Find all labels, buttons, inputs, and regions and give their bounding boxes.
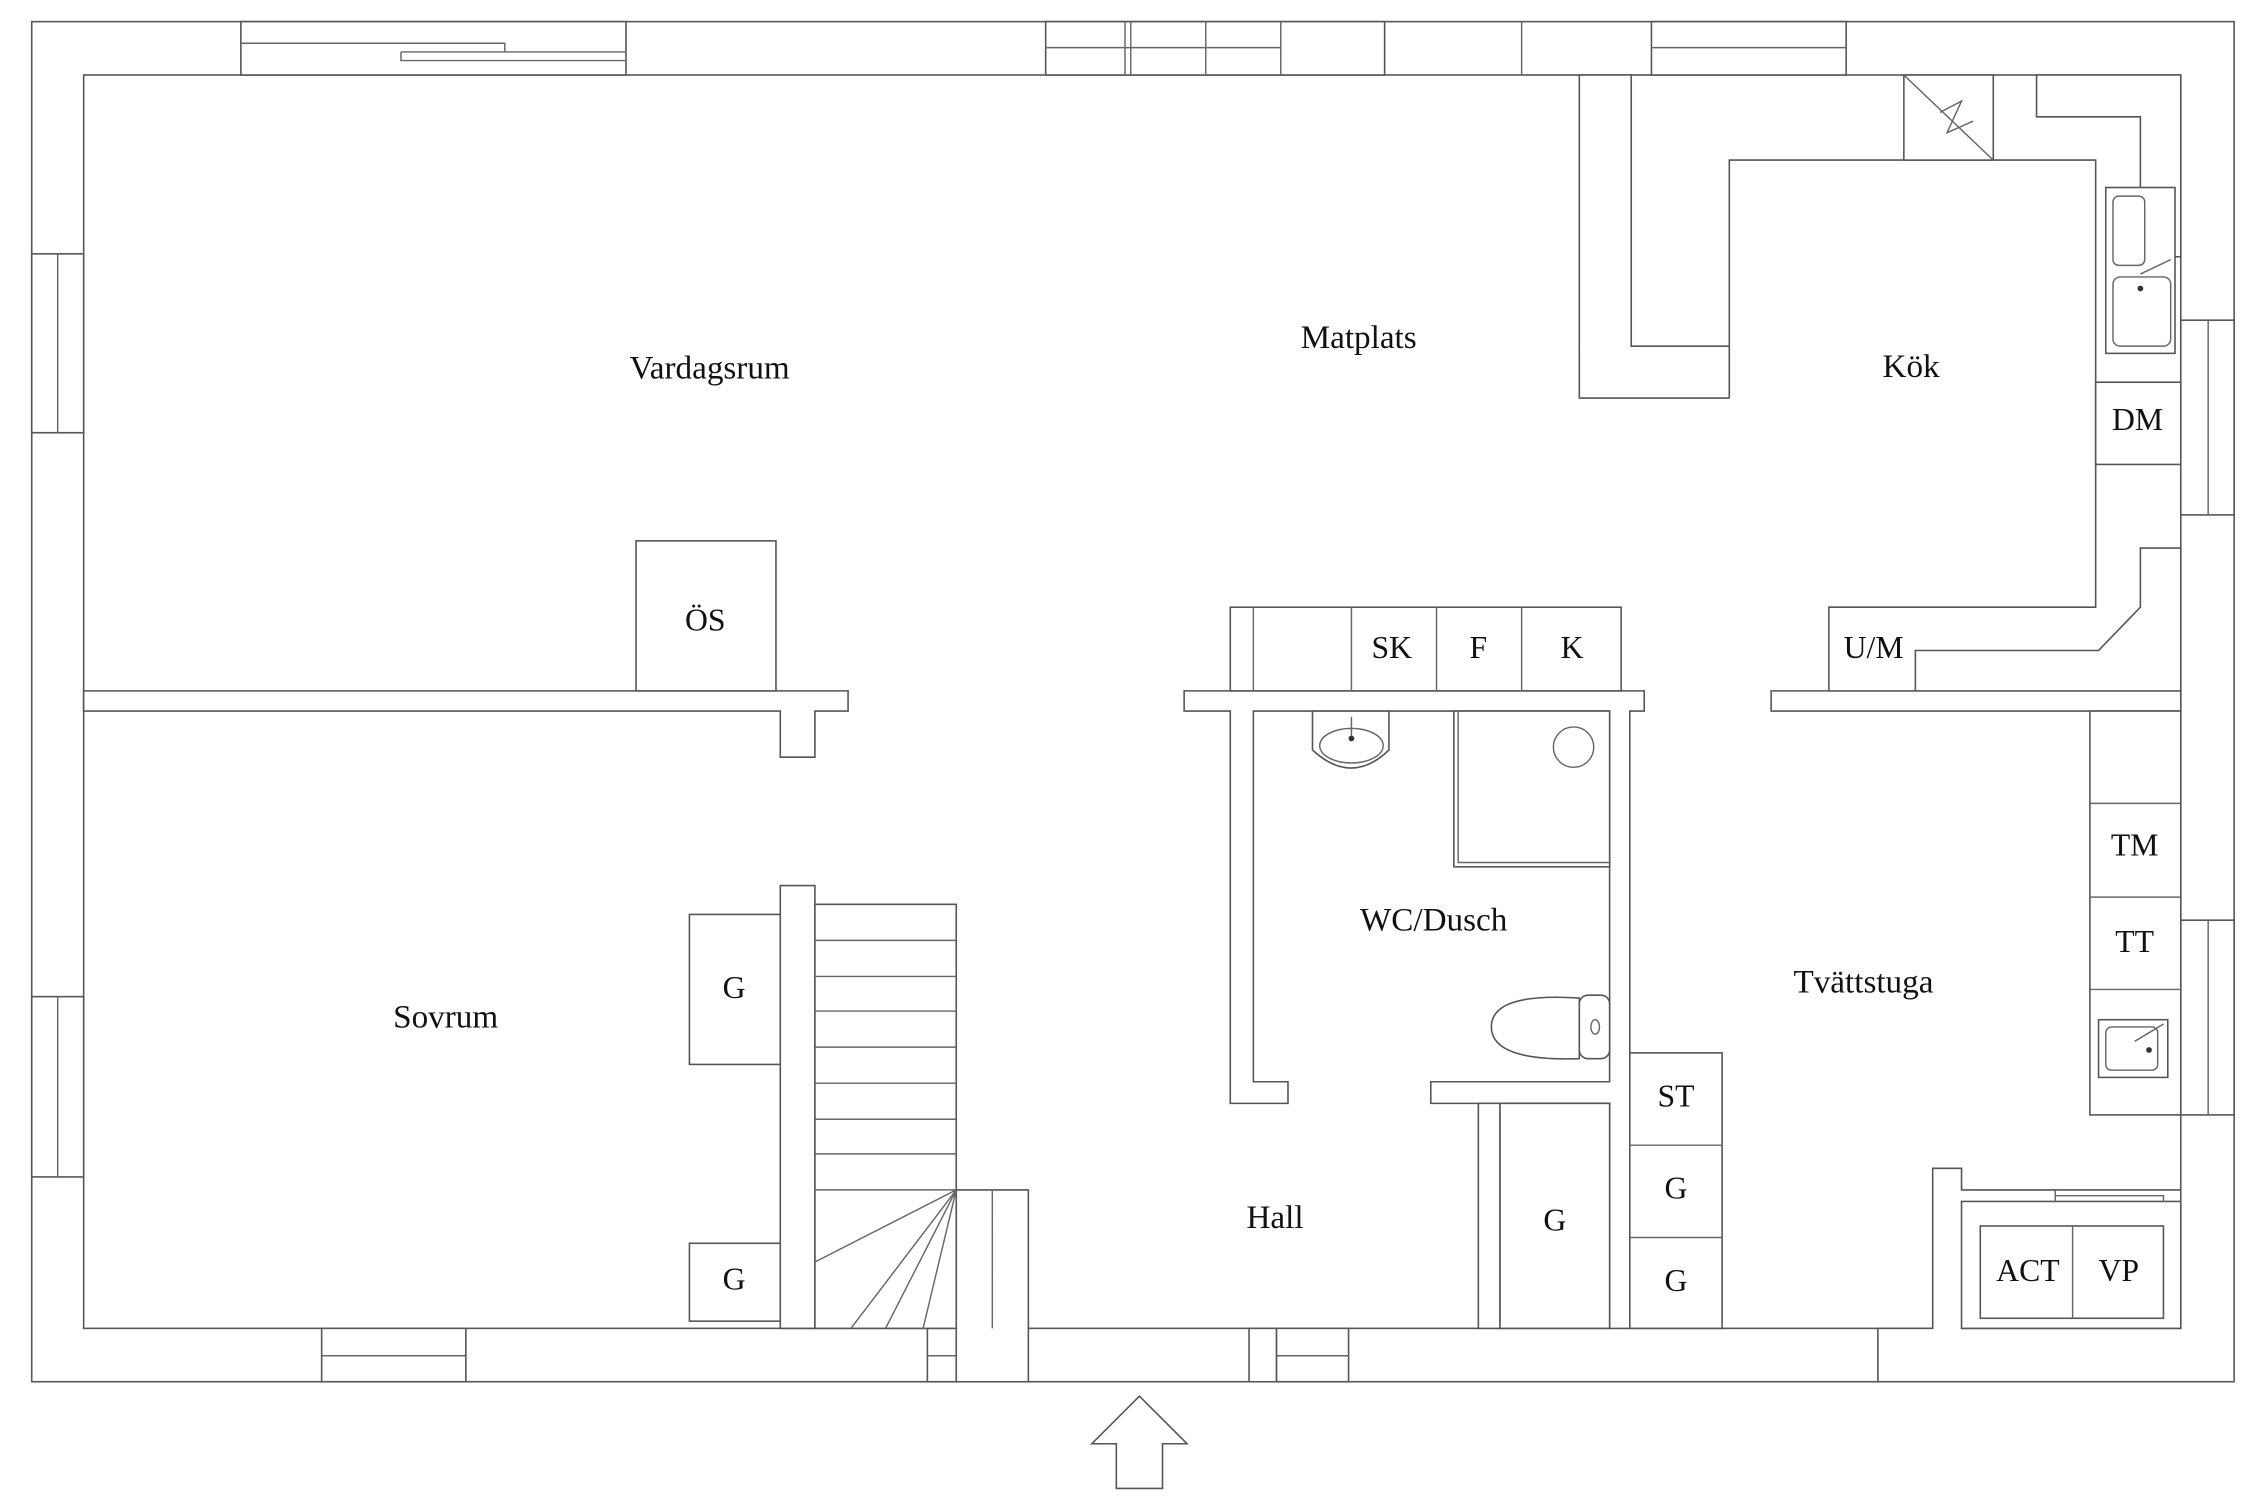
fixture-label-vp: VP: [2098, 1253, 2139, 1288]
top-windows: [240, 20, 1847, 76]
fixture-label-tt: TT: [2115, 924, 2154, 959]
fixture-label-tm: TM: [2111, 827, 2159, 862]
washbasin-icon: [1311, 710, 1390, 769]
staircase: [779, 884, 994, 1330]
room-label-hall: Hall: [1246, 1199, 1303, 1236]
fixture-label-act: ACT: [1996, 1253, 2059, 1288]
fixture-label-sk: SK: [1372, 630, 1413, 665]
fixture-label-g: G: [1543, 1202, 1566, 1237]
fixture-label-f: F: [1470, 630, 1488, 665]
laundry-sink-icon: [2097, 1018, 2169, 1079]
room-label-vardagsrum: Vardagsrum: [630, 349, 790, 386]
entrance-arrow-icon: [1089, 1395, 1189, 1490]
fixture-label-g: G: [723, 1261, 746, 1296]
fixture-label-g: G: [1665, 1263, 1688, 1298]
fixture-label-os: ÖS: [685, 602, 726, 637]
fixture-label-um: U/M: [1844, 630, 1904, 665]
shower: [1453, 710, 1611, 868]
room-label-matplats: Matplats: [1301, 319, 1417, 356]
fixture-label-dm: DM: [2112, 402, 2163, 437]
toilet-icon: [1490, 994, 1611, 1060]
side-windows: [30, 253, 2235, 1383]
fixture-label-k: K: [1561, 630, 1584, 665]
technical-units: [1960, 1189, 2182, 1330]
room-label-sovrum: Sovrum: [393, 998, 498, 1035]
kitchen-sink-icon: [2104, 186, 2176, 355]
room-label-tvattstuga: Tvättstuga: [1793, 964, 1933, 1001]
room-label-kok: Kök: [1883, 348, 1941, 385]
hall-storage: [1229, 606, 1622, 692]
fixture-label-g: G: [723, 970, 746, 1005]
hall-closets: [1499, 1052, 1723, 1330]
bedroom-closets: [688, 913, 782, 1322]
fixture-label-g: G: [1665, 1171, 1688, 1206]
fixture-label-st: ST: [1657, 1078, 1694, 1113]
tiled-stove: [635, 540, 777, 692]
room-label-wc-dusch: WC/Dusch: [1360, 902, 1508, 939]
